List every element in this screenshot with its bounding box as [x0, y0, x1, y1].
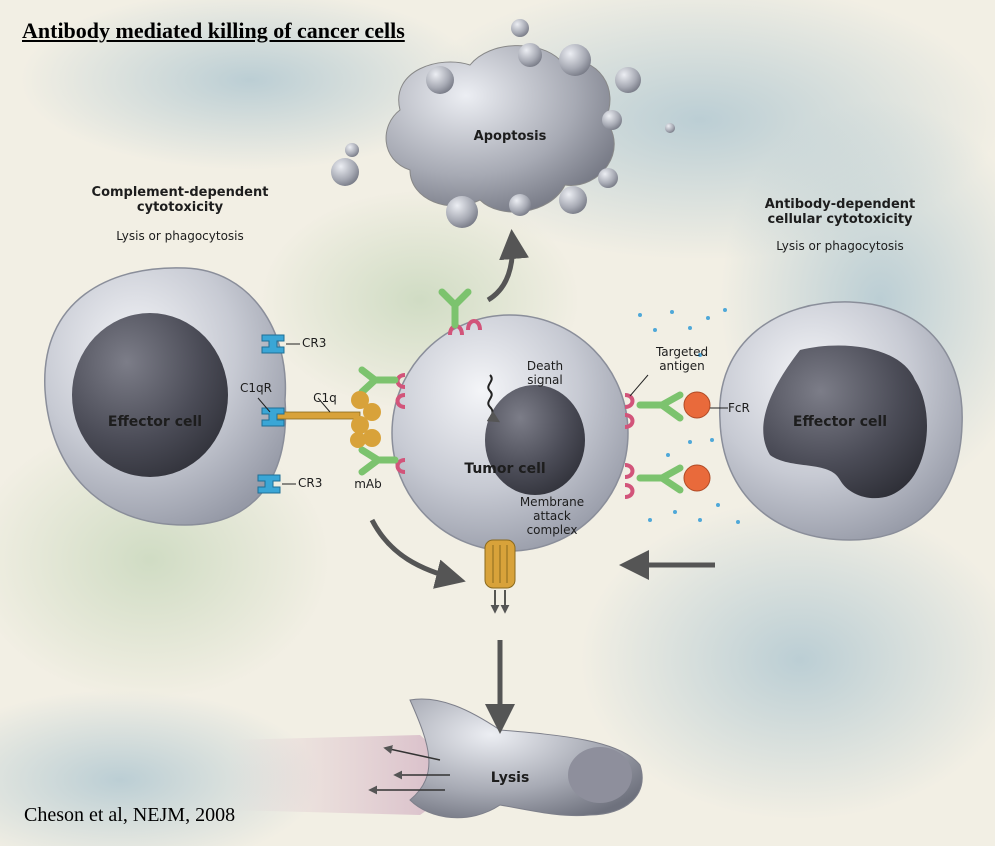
tumor-cell-label: Tumor cell: [464, 461, 546, 477]
effector-cell-right-label: Effector cell: [792, 414, 888, 430]
arrow-to-apoptosis: [486, 229, 529, 303]
death-signal-label: Death signal: [526, 359, 564, 387]
fcr-label: FcR: [728, 401, 750, 415]
mab-label: mAb: [354, 477, 382, 491]
antibodies: [358, 288, 684, 494]
cdc-subtitle: Lysis or phagocytosis: [116, 229, 244, 243]
targeted-antigen-label: Targeted antigen: [655, 345, 709, 373]
effector-cell-right: [719, 301, 963, 541]
cdc-title: Complement-dependent cytotoxicity: [91, 185, 269, 215]
cr3-receptors: [257, 334, 285, 494]
cytokine-dots: [638, 308, 740, 524]
fcr-receptors: [683, 391, 711, 492]
apoptosis-label: Apoptosis: [473, 129, 547, 144]
citation: Cheson et al, NEJM, 2008: [24, 804, 236, 826]
c1q-complex: [274, 391, 381, 448]
cr3-bottom-label: CR3: [298, 476, 323, 490]
arrow-left-to-mac: [369, 518, 466, 589]
c1q-label: C1q: [313, 391, 337, 405]
adcc-subtitle: Lysis or phagocytosis: [776, 239, 904, 253]
effector-cell-left: [44, 267, 287, 526]
lysis-arrows: [368, 745, 450, 795]
death-signal-arrow: [486, 374, 501, 423]
tumor-cell: [391, 314, 629, 552]
cr3-top-label: CR3: [302, 336, 327, 350]
effector-cell-left-label: Effector cell: [107, 414, 203, 430]
apoptosis-cell: [331, 19, 675, 228]
lysis-label: Lysis: [490, 770, 530, 786]
leader-lines: [257, 343, 728, 485]
membrane-attack-complex: [484, 539, 516, 614]
page-title: Antibody mediated killing of cancer cell…: [22, 18, 405, 43]
lysis-cell: [230, 698, 643, 819]
adcc-title: Antibody-dependent cellular cytotoxicity: [764, 197, 916, 227]
c1qr-label: C1qR: [240, 381, 272, 395]
membrane-attack-label: Membrane attack complex: [519, 495, 585, 537]
